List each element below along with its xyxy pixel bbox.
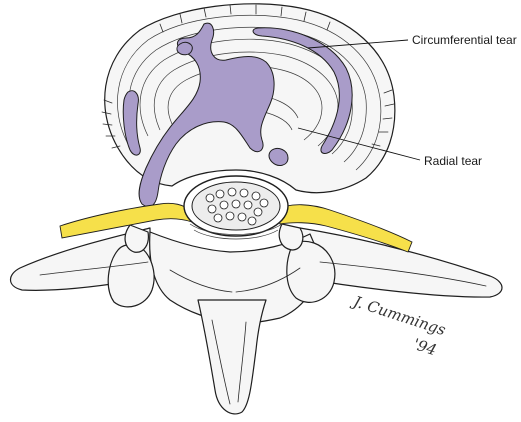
signature-year: '94 bbox=[411, 335, 439, 359]
circumferential-tear bbox=[252, 27, 353, 154]
label-radial-tear: Radial tear bbox=[424, 154, 482, 168]
signature-name: J. Cummings bbox=[348, 291, 448, 339]
disc-tears bbox=[122, 22, 353, 208]
vertebral-posterior-elements bbox=[9, 223, 503, 415]
radial-tear bbox=[138, 22, 275, 208]
artist-signature: J. Cummings '94 bbox=[348, 291, 448, 359]
spinal-cord-cross-section-icon bbox=[183, 175, 289, 240]
leader-lines bbox=[297, 39, 421, 161]
nerve-root-icon bbox=[59, 202, 413, 253]
label-circumferential-tear: Circumferential tear bbox=[412, 33, 517, 47]
